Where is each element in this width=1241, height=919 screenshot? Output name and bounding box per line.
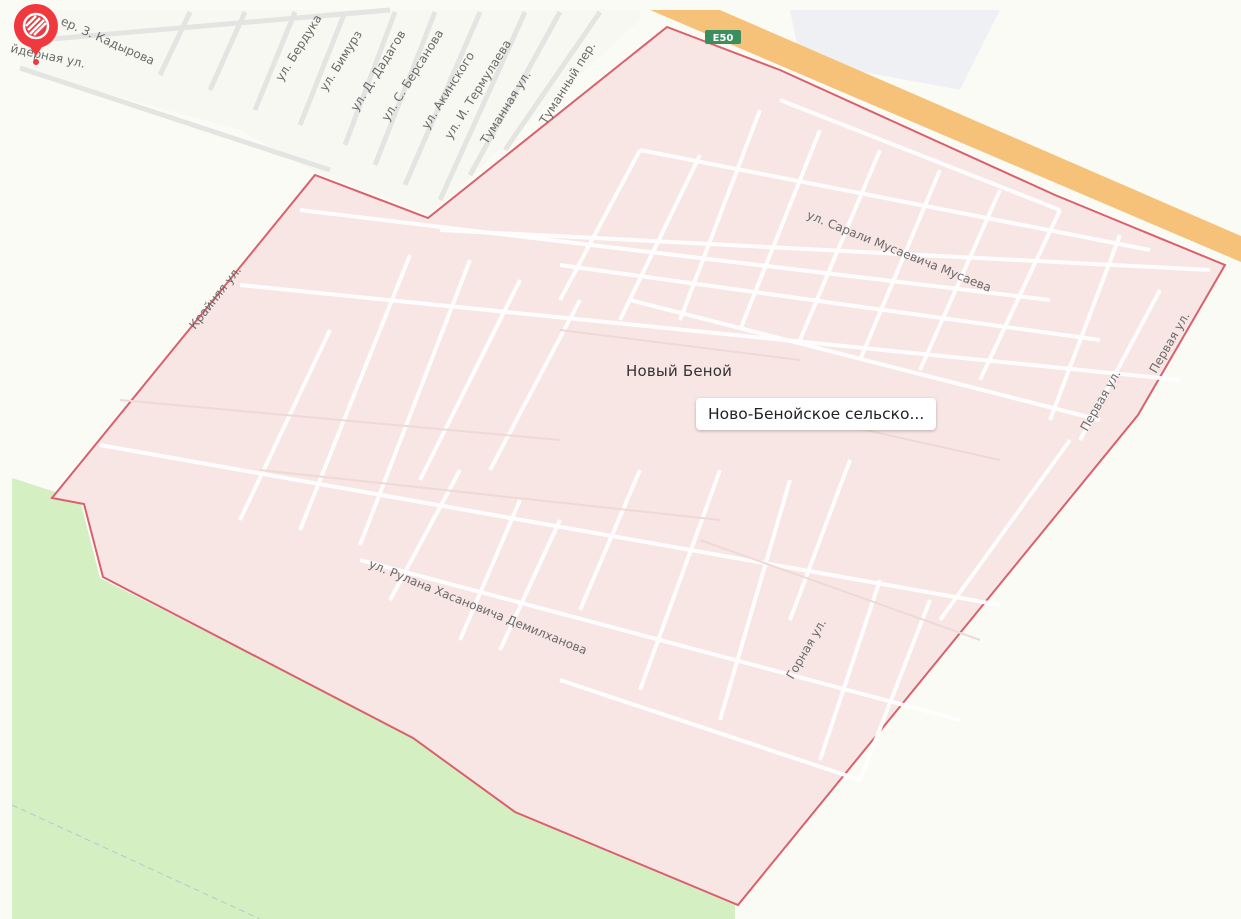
poi-marker[interactable] — [0, 0, 72, 70]
settlement-name: Новый Беной — [626, 362, 733, 380]
settlement-boundary — [50, 25, 1227, 907]
highway-shield-icon — [705, 30, 741, 44]
administrative-building-icon — [22, 12, 50, 40]
poi-label[interactable]: Ново-Бенойское сельско... — [696, 398, 937, 430]
forest-area — [12, 478, 735, 919]
north-streets — [19, 7, 603, 202]
forest-path — [11, 804, 261, 919]
highway-shield-label: E50 — [713, 33, 734, 44]
residential-area-north — [20, 10, 640, 215]
settlement-streets — [99, 98, 1211, 782]
industrial-area — [790, 10, 1000, 90]
highway-e50 — [650, 10, 1241, 262]
